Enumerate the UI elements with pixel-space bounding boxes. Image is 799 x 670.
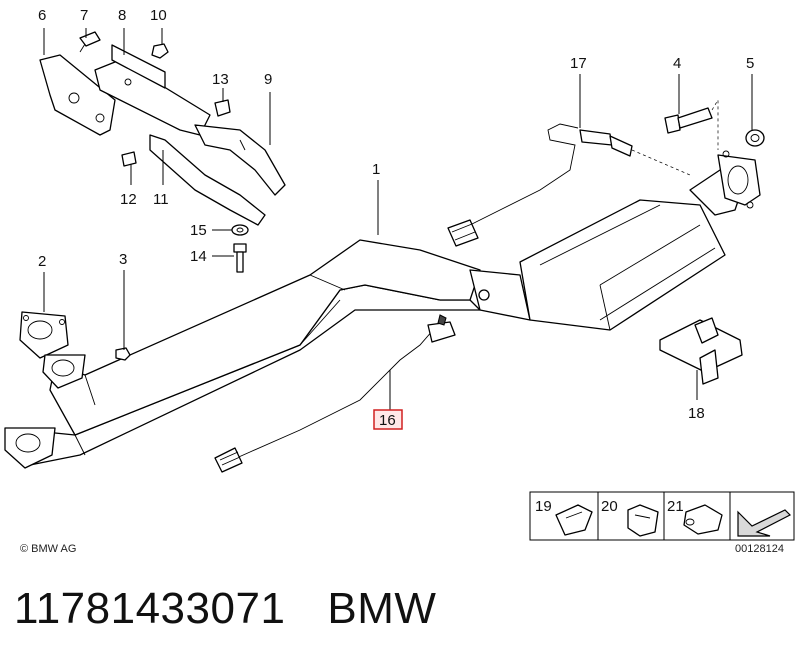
bolt-14[interactable]: [233, 243, 247, 273]
arrow-symbol-icon: [737, 509, 792, 537]
diagram-code-text: 00128124: [735, 543, 784, 555]
bolt-7[interactable]: [79, 31, 101, 53]
callout-11: 11: [153, 191, 169, 208]
bracket-6[interactable]: [39, 54, 116, 136]
oxygen-sensor-16[interactable]: [214, 314, 456, 473]
catalytic-converter[interactable]: [519, 150, 761, 331]
callout-14: 14: [190, 248, 207, 265]
callout-2: 2: [38, 253, 46, 270]
callout-1: 1: [372, 161, 380, 178]
callout-12: 12: [120, 191, 137, 208]
nut-5[interactable]: [745, 129, 765, 147]
washer-15[interactable]: [231, 224, 249, 236]
clip-19-icon: [555, 504, 593, 536]
callout-6: 6: [38, 7, 46, 24]
bolt-4[interactable]: [664, 107, 713, 134]
callout-8: 8: [118, 7, 126, 24]
nut-13[interactable]: [214, 99, 231, 117]
part-number-line: 11781433071 BMW: [14, 584, 436, 634]
flange-gasket-group[interactable]: [4, 311, 86, 469]
callout-7: 7: [80, 7, 88, 24]
fastener-legend: 19 20 21: [529, 491, 795, 541]
callout-10: 10: [150, 7, 167, 24]
callout-19: 19: [535, 498, 552, 515]
bracket-8[interactable]: [94, 44, 211, 136]
callout-13: 13: [212, 71, 229, 88]
callout-9: 9: [264, 71, 272, 88]
callout-21: 21: [667, 498, 684, 515]
clamp-9[interactable]: [194, 124, 286, 196]
clip-21-icon: [683, 504, 723, 535]
clip-20-icon: [627, 504, 659, 537]
callout-labels: 6 7 8 10 13 9 12 11 15 14 1 2 3 17 4 5 1…: [38, 7, 754, 422]
callout-3: 3: [119, 251, 127, 268]
callout-17: 17: [570, 55, 587, 72]
callout-20: 20: [601, 498, 618, 515]
callout-15: 15: [190, 222, 207, 239]
brand-name: BMW: [327, 584, 437, 633]
clamp-11[interactable]: [149, 134, 266, 226]
bracket-18[interactable]: [659, 317, 743, 385]
callout-5: 5: [746, 55, 754, 72]
callout-4: 4: [673, 55, 681, 72]
callout-16: 16: [379, 412, 396, 429]
leader-lines: [43, 28, 753, 410]
oxygen-sensor-17[interactable]: [447, 123, 633, 247]
highlighted-callout-16[interactable]: 16: [373, 409, 403, 430]
copyright-text: © BMW AG: [20, 543, 76, 555]
nut-10[interactable]: [151, 43, 169, 59]
exhaust-pipe-assembly[interactable]: [24, 239, 531, 466]
exhaust-parts-diagram: 6 7 8 10 13 9 12 11 15 14 1 2 3 17 4 5 1…: [4, 7, 795, 555]
callout-18: 18: [688, 405, 705, 422]
bolt-12[interactable]: [121, 151, 137, 167]
part-number: 11781433071: [14, 584, 286, 633]
